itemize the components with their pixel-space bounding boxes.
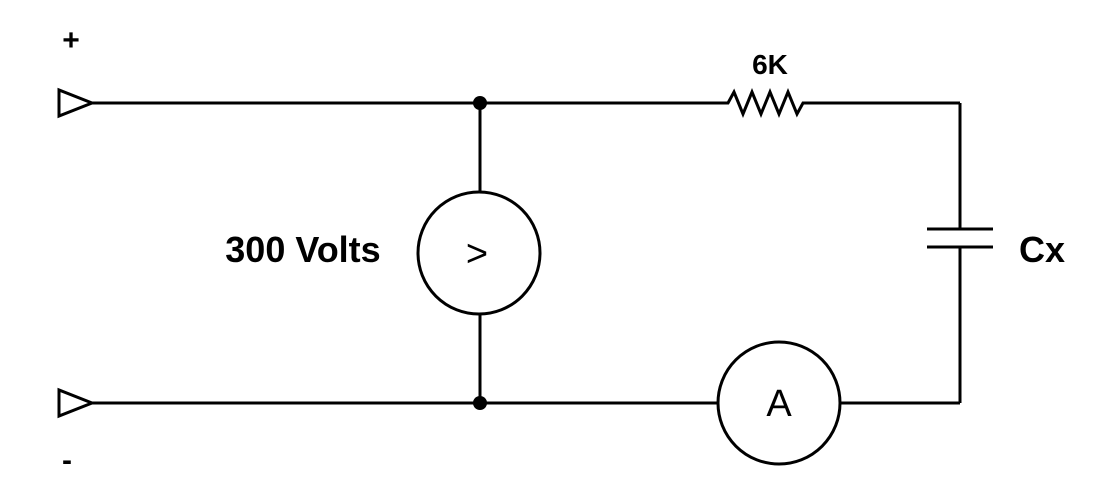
- positive-terminal: [57, 87, 97, 119]
- junction-bottom: [473, 396, 487, 410]
- ammeter-symbol: A: [766, 383, 792, 425]
- junction-top: [473, 96, 487, 110]
- resistor-label: 6K: [752, 49, 788, 80]
- capacitor-label: Cx: [1019, 229, 1065, 270]
- voltage-label: 300 Volts: [225, 229, 380, 270]
- ammeter: [716, 340, 842, 466]
- positive-terminal-label: +: [62, 24, 80, 57]
- voltmeter: [416, 190, 542, 316]
- resistor: [718, 88, 812, 118]
- negative-terminal-label: -: [62, 444, 72, 477]
- negative-terminal: [57, 387, 97, 419]
- voltmeter-symbol: >: [466, 233, 488, 275]
